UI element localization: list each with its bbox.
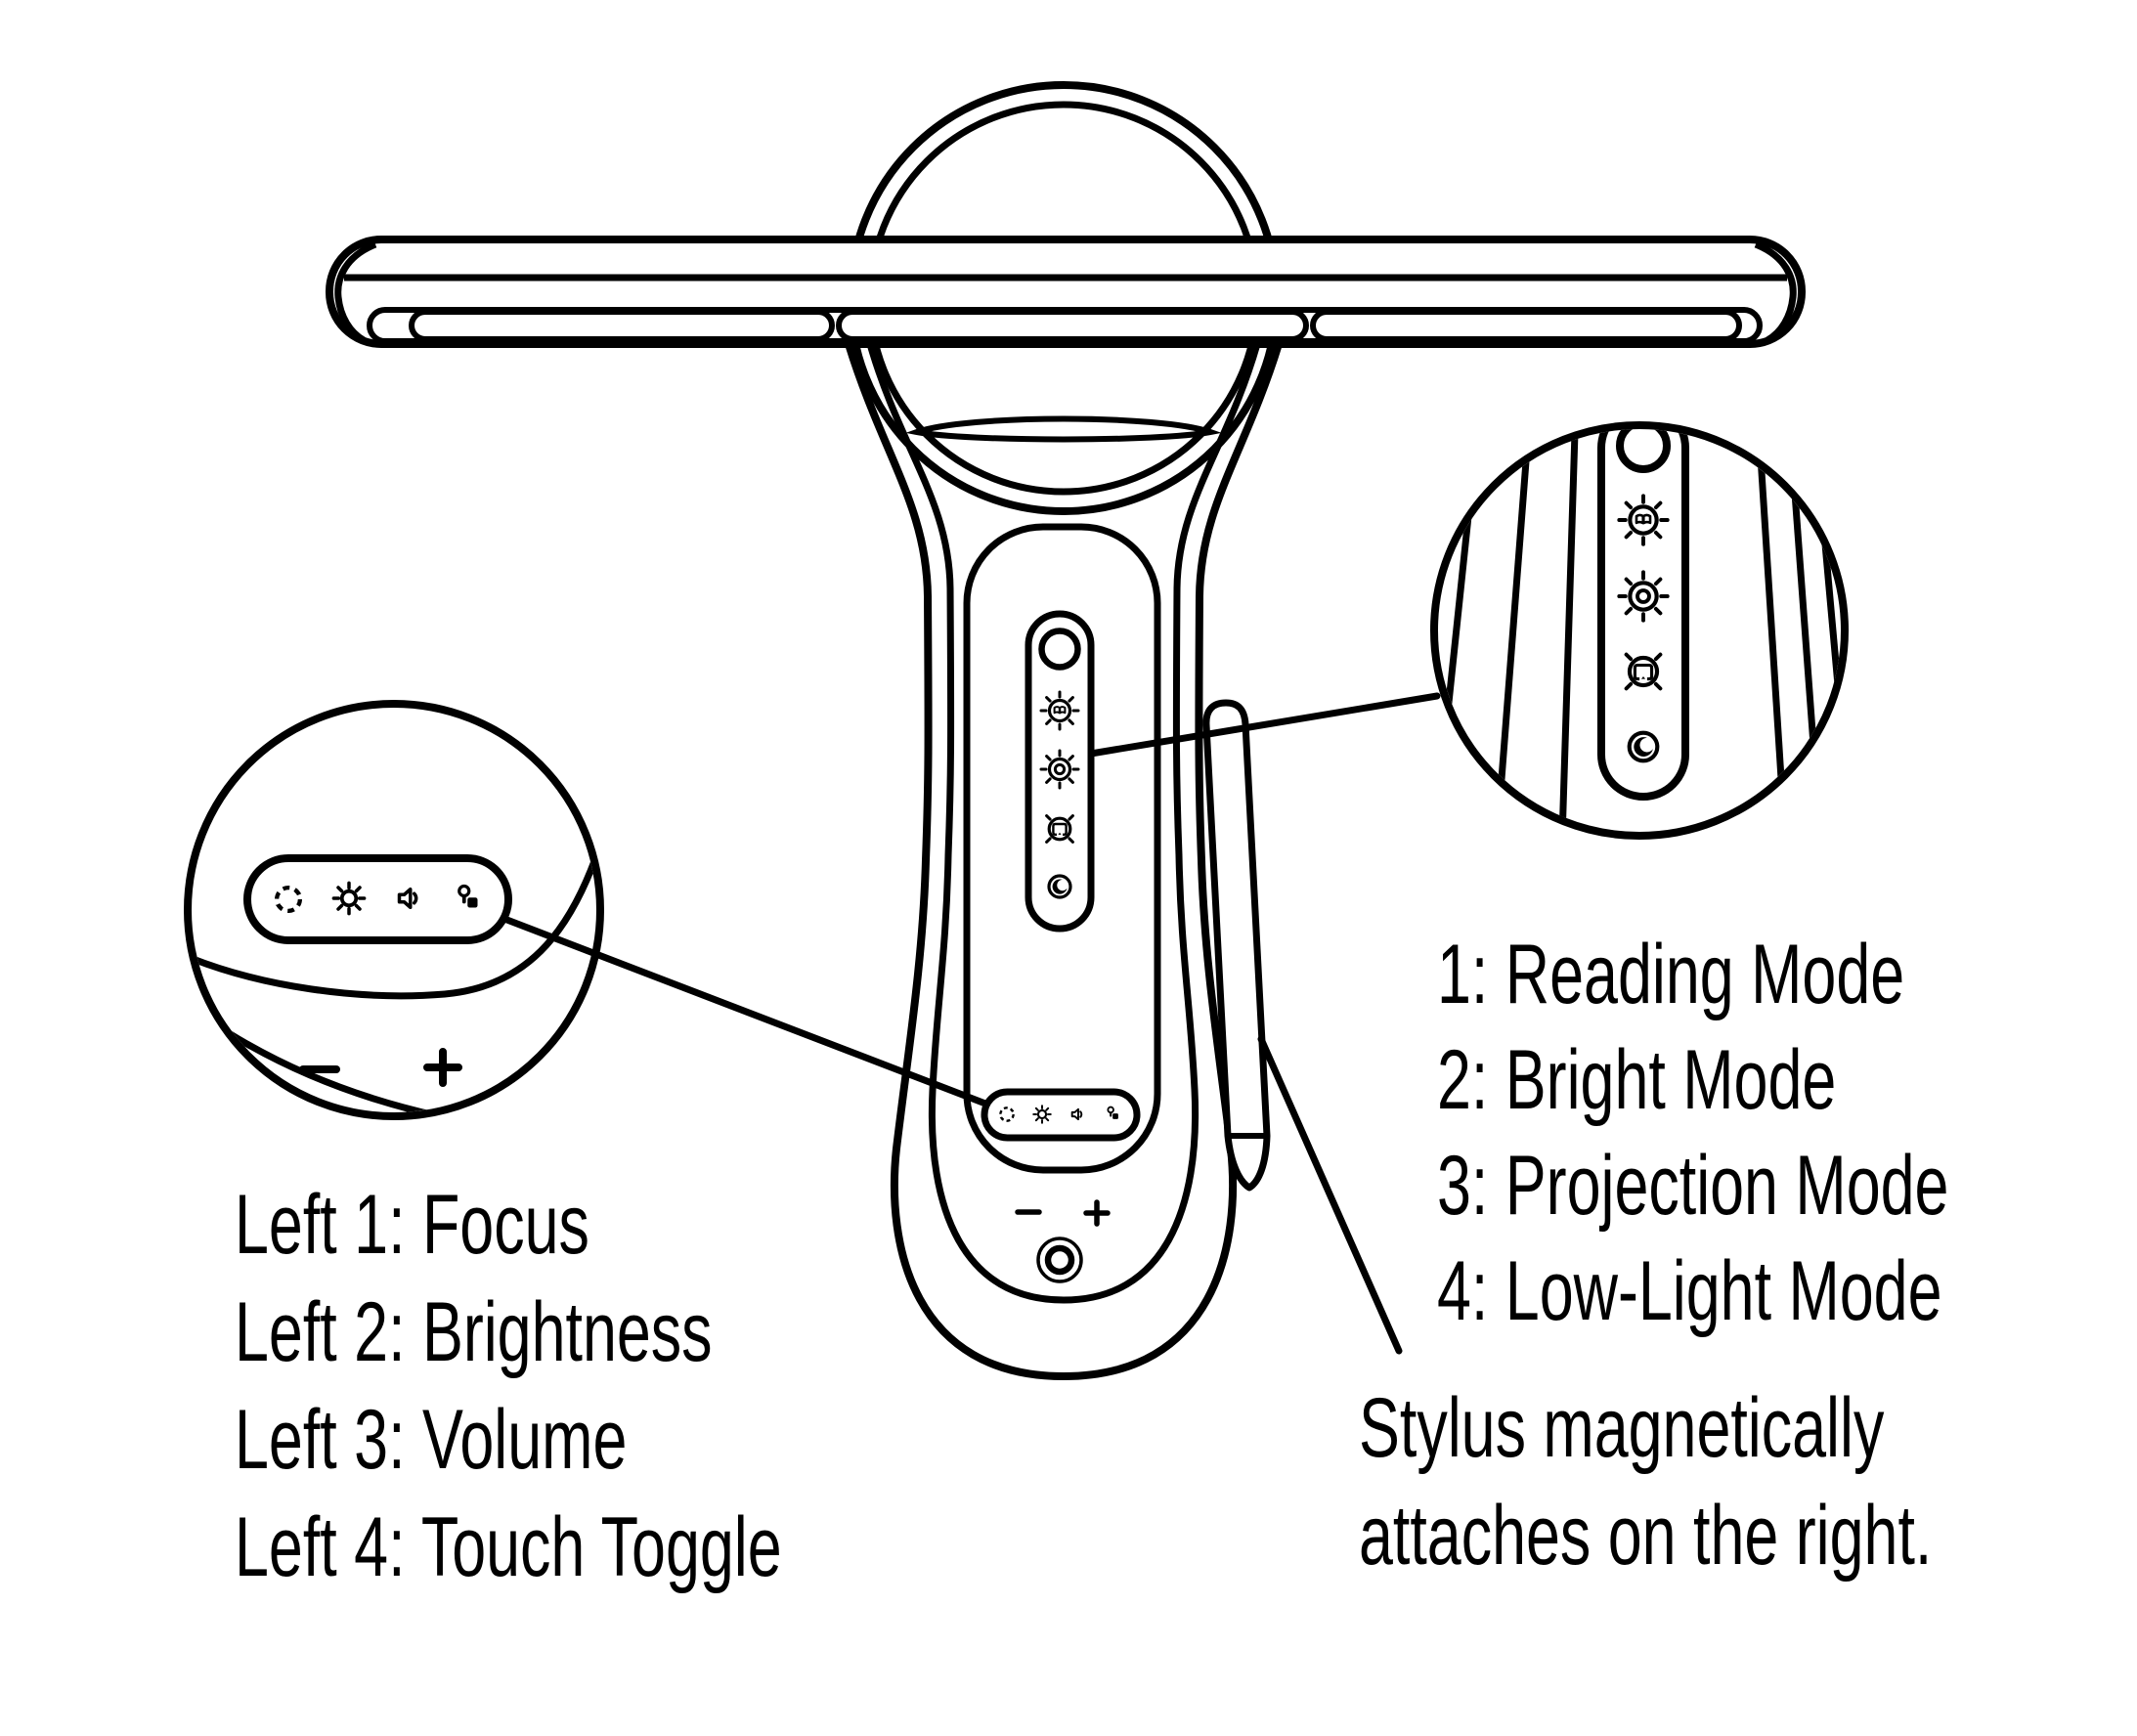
brightness-icon — [331, 881, 367, 916]
sun-book-icon — [1619, 496, 1667, 543]
left-callout — [184, 700, 604, 1120]
light-bar — [326, 236, 1806, 348]
lamp-body — [845, 342, 1283, 1381]
magnified-panel-line — [1557, 429, 1580, 832]
plus-icon — [423, 1048, 462, 1087]
left-button-legend-line: Left 1: Focus — [235, 1178, 589, 1272]
touch-finger-icon — [457, 884, 480, 910]
magnified-neck-line — [1438, 429, 1486, 832]
stylus-barrel — [1202, 699, 1271, 1192]
right-callout — [1430, 421, 1849, 840]
focus-icon — [998, 1107, 1016, 1122]
left-callout-circle — [184, 700, 604, 1120]
magnified-base-edge — [192, 998, 553, 1112]
mode-legend-line: 4: Low-Light Mode — [1437, 1244, 1942, 1338]
magnified-touch-pill — [243, 854, 512, 944]
left-button-legend-line: Left 2: Brightness — [235, 1285, 713, 1379]
stylus-note: Stylus magnetically attaches on the righ… — [1359, 1374, 1932, 1589]
leader-to-right-callout — [1087, 692, 1441, 758]
leader-to-stylus-note — [1257, 1035, 1403, 1355]
speaker-icon — [397, 888, 418, 909]
touch-finger-icon — [1107, 1106, 1119, 1120]
left-button-legend: Left 1: Focus Left 2: Brightness Left 3:… — [235, 1171, 782, 1601]
body-outer-outline — [845, 342, 1283, 1381]
stylus-note-line: Stylus magnetically — [1359, 1381, 1885, 1475]
mode-legend-line: 2: Bright Mode — [1437, 1033, 1837, 1127]
right-callout-circle — [1430, 421, 1849, 840]
moon-icon — [1047, 874, 1072, 899]
projector-screen-icon — [1627, 655, 1661, 689]
bar-right-end-seam — [1754, 240, 1797, 344]
magnified-mode-pill — [1597, 429, 1689, 801]
mode-button-pill — [1025, 610, 1095, 933]
leader-lines — [501, 692, 1441, 1355]
sun-book-icon — [1041, 692, 1078, 729]
left-button-legend-line: Left 3: Volume — [235, 1393, 628, 1487]
leader-to-base-pill — [501, 915, 989, 1107]
stylus — [1202, 699, 1271, 1192]
plus-icon — [1083, 1199, 1111, 1227]
sun-icon — [1619, 572, 1667, 620]
body-inner-outline-and-foot — [866, 343, 1261, 1304]
bar-left-end-seam — [334, 240, 377, 344]
focus-icon — [276, 888, 302, 911]
lens-ring-button — [1038, 628, 1081, 671]
mode-legend-line: 3: Projection Mode — [1437, 1139, 1949, 1233]
diffuser-strip — [367, 307, 1763, 344]
moon-icon — [1630, 733, 1658, 761]
brightness-icon — [1032, 1105, 1052, 1124]
magnified-panel-corner — [192, 837, 596, 1000]
lens-slit — [905, 415, 1222, 443]
front-recessed-panel — [963, 523, 1161, 1174]
mode-legend: 1: Reading Mode 2: Bright Mode 3: Projec… — [1437, 922, 1948, 1344]
left-button-legend-line: Left 4: Touch Toggle — [235, 1500, 782, 1594]
speaker-icon — [1070, 1107, 1083, 1121]
stylus-note-line: attaches on the right. — [1359, 1489, 1933, 1583]
mode-legend-line: 1: Reading Mode — [1437, 928, 1905, 1021]
base-touch-pill — [981, 1088, 1141, 1142]
projector-screen-icon — [1047, 816, 1073, 843]
power-button — [1036, 1237, 1083, 1283]
lens-ring-button — [1616, 429, 1671, 473]
sun-icon — [1041, 751, 1078, 788]
